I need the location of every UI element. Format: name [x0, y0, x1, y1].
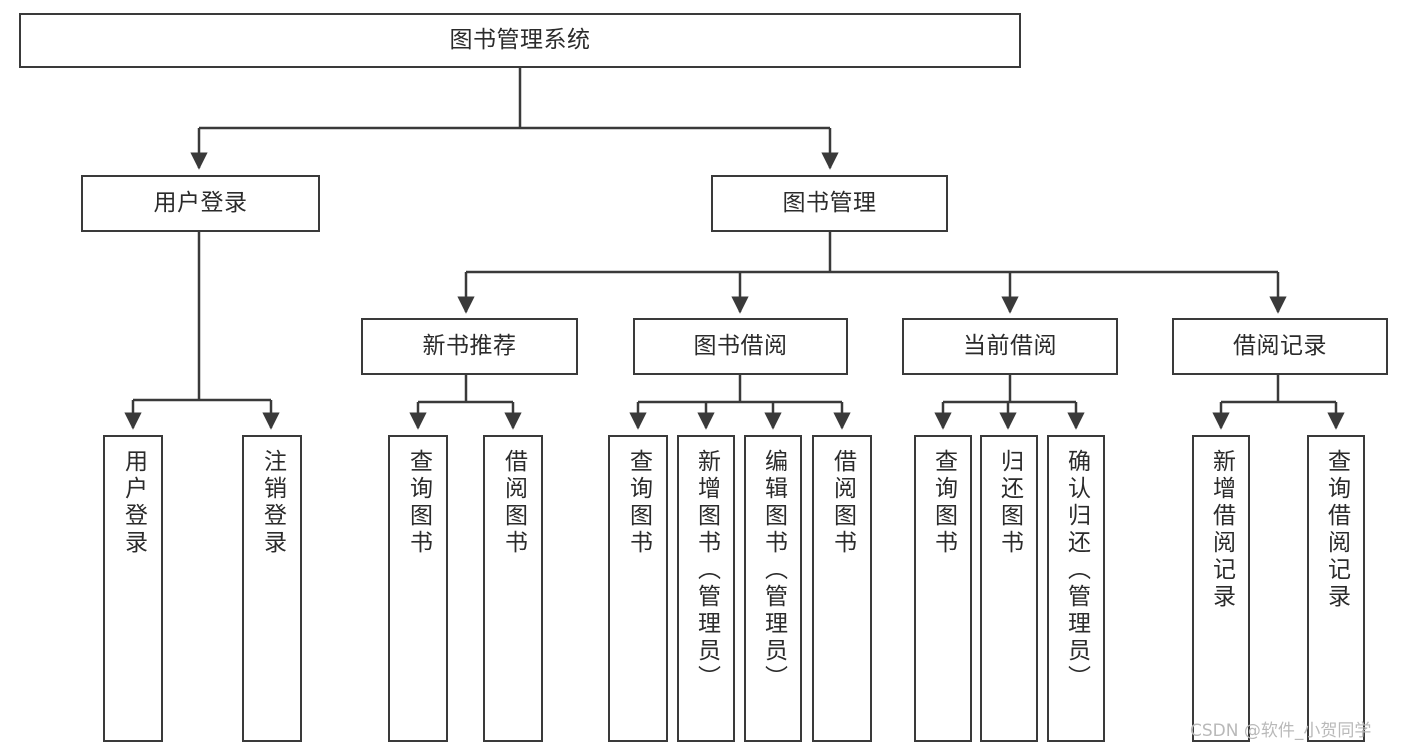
node-label: 确认归还（管理员）	[1063, 449, 1090, 692]
node-label: 借阅记录	[1233, 332, 1327, 359]
node-label: 归还图书	[996, 449, 1023, 557]
node-book-management[interactable]: 图书管理	[711, 175, 948, 232]
leaf-logout[interactable]: 注销登录	[242, 435, 302, 742]
node-current-borrow[interactable]: 当前借阅	[902, 318, 1118, 375]
node-label: 当前借阅	[963, 332, 1057, 359]
csdn-watermark: CSDN @软件_小贺同学	[1190, 721, 1372, 741]
leaf-add-book-admin[interactable]: 新增图书（管理员）	[677, 435, 735, 742]
node-new-book-recommend[interactable]: 新书推荐	[361, 318, 578, 375]
node-label: 查询借阅记录	[1323, 449, 1350, 611]
node-label: 用户登录	[120, 449, 147, 557]
leaf-add-borrow-record[interactable]: 新增借阅记录	[1192, 435, 1250, 742]
node-label: 新书推荐	[422, 332, 517, 359]
node-label: 用户登录	[153, 189, 248, 216]
node-label: 图书管理系统	[449, 26, 591, 53]
node-label: 查询图书	[930, 449, 957, 557]
leaf-return-book[interactable]: 归还图书	[980, 435, 1038, 742]
node-root-system[interactable]: 图书管理系统	[19, 13, 1021, 68]
leaf-query-book-current[interactable]: 查询图书	[914, 435, 972, 742]
node-borrow-records[interactable]: 借阅记录	[1172, 318, 1388, 375]
node-label: 图书借阅	[693, 332, 788, 359]
node-label: 查询图书	[625, 449, 652, 557]
leaf-user-login[interactable]: 用户登录	[103, 435, 163, 742]
leaf-borrow-book-recommend[interactable]: 借阅图书	[483, 435, 543, 742]
node-book-borrow[interactable]: 图书借阅	[633, 318, 848, 375]
node-label: 借阅图书	[829, 449, 856, 557]
leaf-edit-book-admin[interactable]: 编辑图书（管理员）	[744, 435, 802, 742]
leaf-query-book-recommend[interactable]: 查询图书	[388, 435, 448, 742]
node-label: 编辑图书（管理员）	[760, 449, 787, 692]
node-label: 新增借阅记录	[1208, 449, 1235, 611]
leaf-query-book-borrow[interactable]: 查询图书	[608, 435, 668, 742]
leaf-borrow-book[interactable]: 借阅图书	[812, 435, 872, 742]
leaf-query-borrow-record[interactable]: 查询借阅记录	[1307, 435, 1365, 742]
node-label: 查询图书	[405, 449, 432, 557]
node-label: 图书管理	[782, 189, 877, 216]
node-label: 借阅图书	[500, 449, 527, 557]
node-label: 注销登录	[259, 449, 286, 557]
node-label: 新增图书（管理员）	[693, 449, 720, 692]
leaf-confirm-return-admin[interactable]: 确认归还（管理员）	[1047, 435, 1105, 742]
node-user-login[interactable]: 用户登录	[81, 175, 320, 232]
